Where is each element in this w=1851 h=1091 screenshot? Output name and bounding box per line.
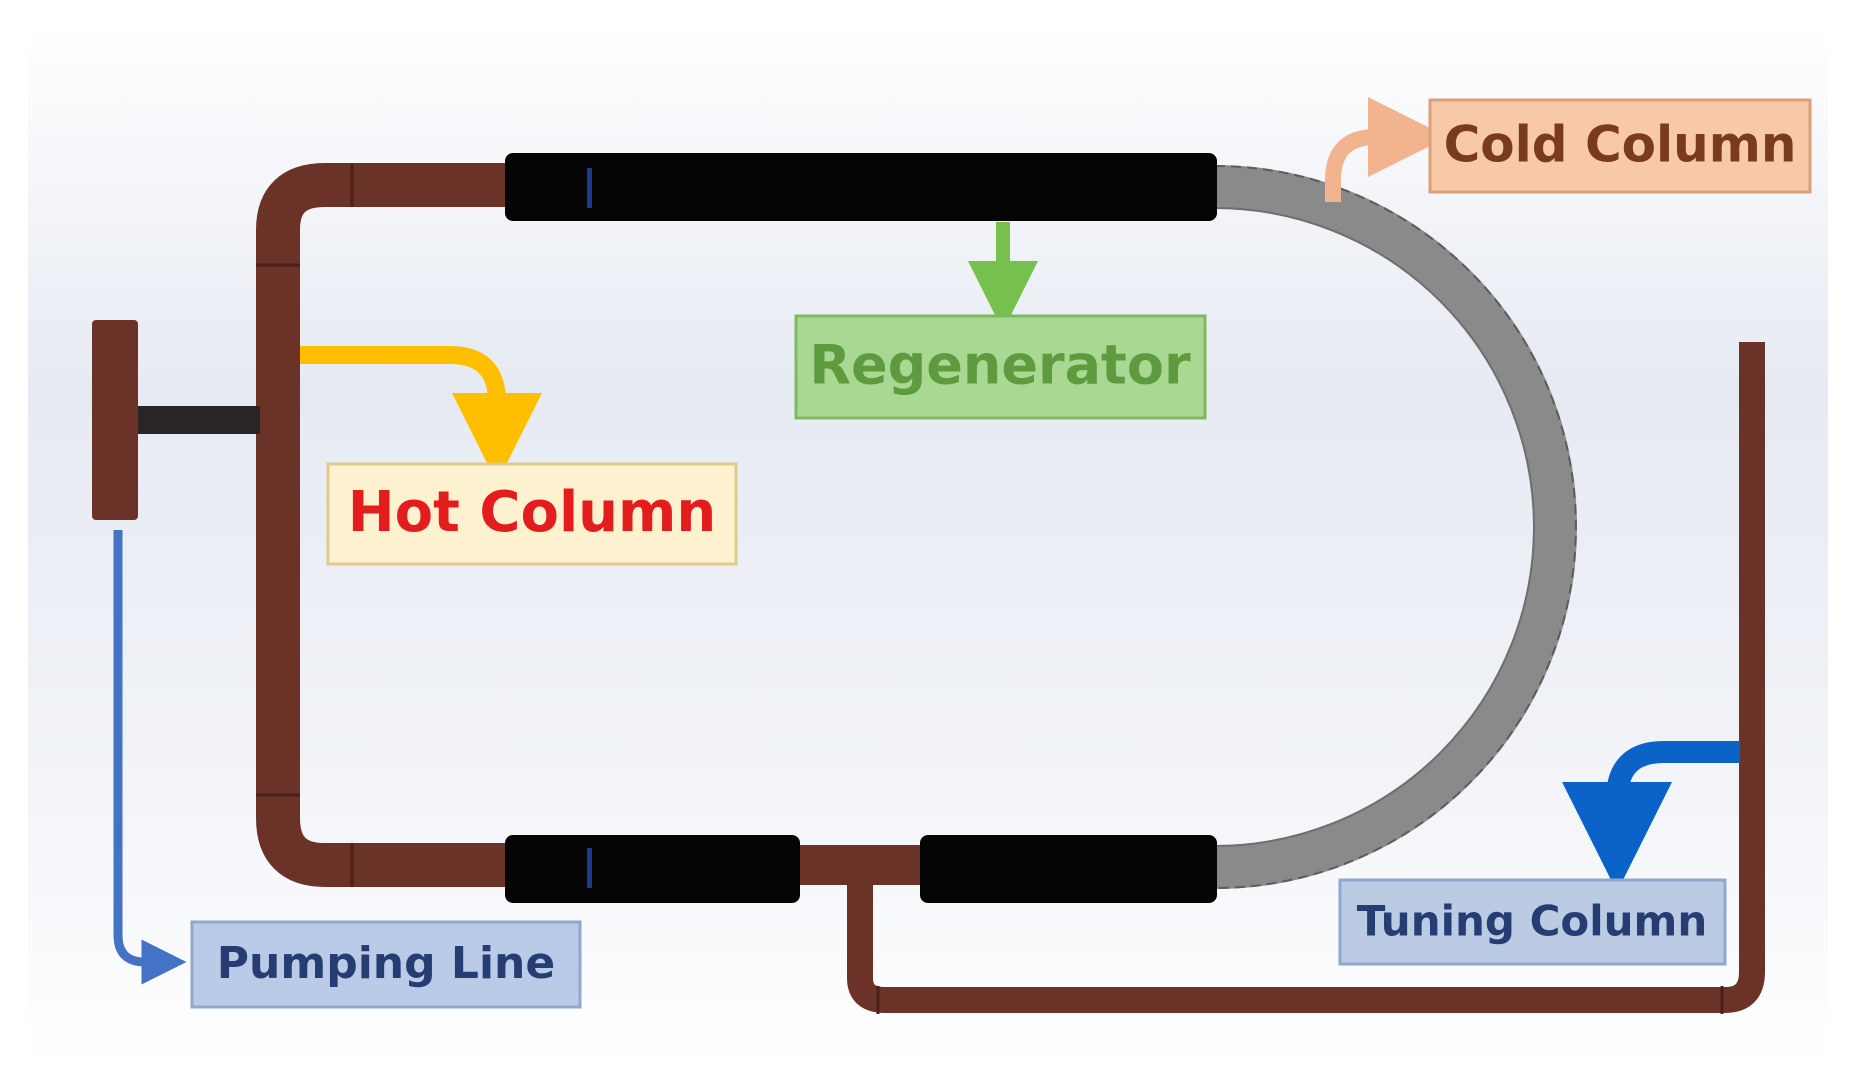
hot-column-label-box bbox=[326, 462, 738, 566]
cold-column-label: Cold Column bbox=[1428, 98, 1812, 194]
regenerator-label-box bbox=[794, 314, 1207, 420]
cold-column-arrow bbox=[1325, 97, 1448, 202]
pumping-line-text: Pumping Line bbox=[217, 938, 555, 989]
main-loop-pipe bbox=[256, 163, 945, 887]
hot-column-label: Hot Column bbox=[326, 462, 738, 566]
tuning-column-label-box bbox=[1338, 878, 1727, 966]
black-components bbox=[505, 153, 1217, 903]
regenerator-label: Regenerator bbox=[794, 314, 1207, 420]
blue-marker-bottom bbox=[587, 848, 592, 888]
pumping-valve bbox=[92, 320, 260, 520]
pumping-line-label-box bbox=[190, 920, 582, 1009]
tuning-column-arrow bbox=[1562, 741, 1740, 892]
cold-column-text: Cold Column bbox=[1444, 116, 1797, 174]
tuning-pipe bbox=[847, 342, 1765, 1013]
hot-column-text: Hot Column bbox=[348, 480, 716, 545]
cold-arc bbox=[1214, 165, 1577, 889]
regenerator-text: Regenerator bbox=[809, 334, 1191, 397]
hot-column-arrow bbox=[300, 346, 542, 483]
valve-handle bbox=[92, 320, 138, 520]
valve-stem bbox=[128, 406, 260, 434]
regenerator-heat-exchanger-block bbox=[505, 153, 1217, 221]
tuning-column-text: Tuning Column bbox=[1357, 897, 1707, 946]
tuning-column-label: Tuning Column bbox=[1338, 878, 1727, 966]
left-vertical-pipe bbox=[256, 460, 525, 887]
pumping-line-label: Pumping Line bbox=[190, 920, 582, 1009]
cold-heat-exchanger-block bbox=[920, 835, 1217, 903]
hot-heat-exchanger-block bbox=[505, 835, 800, 903]
pumping-line-arrow bbox=[113, 530, 187, 985]
tuning-column-pipe bbox=[847, 342, 1765, 1014]
cold-column-label-box bbox=[1428, 98, 1812, 194]
cold-arc-inner bbox=[1214, 207, 1535, 847]
cold-column-pipe bbox=[1214, 165, 1577, 889]
blue-marker-top bbox=[587, 168, 592, 208]
top-left-pipe bbox=[256, 163, 520, 470]
cold-arc-outline bbox=[1214, 165, 1577, 889]
